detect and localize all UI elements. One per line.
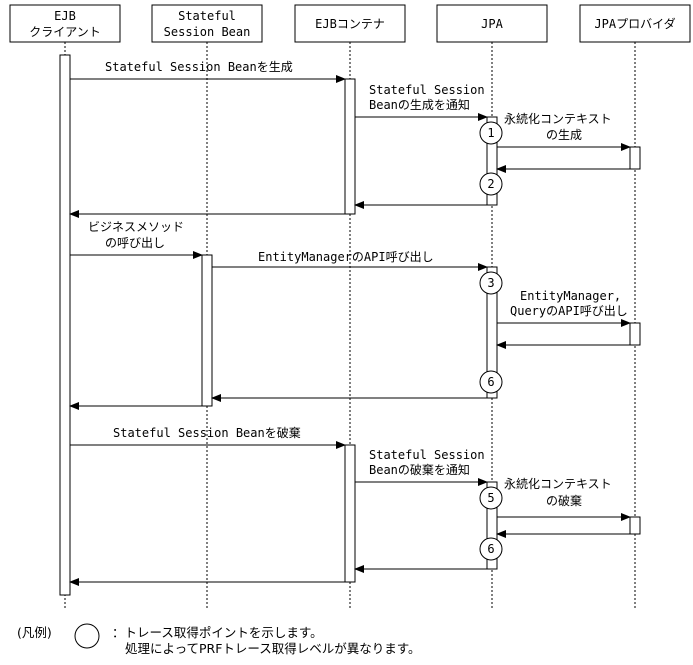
msg-query-api-call-2: QueryのAPI呼び出し bbox=[510, 304, 628, 318]
participant-jpa-provider-box bbox=[579, 4, 691, 43]
activation-jpa-create bbox=[486, 116, 498, 206]
activation-container-create bbox=[344, 78, 356, 215]
trace-point-2 bbox=[479, 172, 503, 196]
msg-destroy-sfsb: Stateful Session Beanを破棄 bbox=[113, 425, 301, 440]
activation-container-destroy bbox=[344, 444, 356, 583]
msg-query-api-call-1: EntityManager, bbox=[520, 289, 621, 303]
activation-sfsb bbox=[201, 254, 213, 407]
activation-provider-destroy bbox=[629, 516, 641, 535]
trace-point-3 bbox=[479, 271, 503, 295]
msg-notify-destroy-2: Beanの破棄を通知 bbox=[369, 462, 470, 477]
trace-point-5-label: 5 bbox=[487, 491, 494, 505]
legend-text-1: ：トレース取得ポイントを示します。 bbox=[112, 625, 323, 640]
participant-stateful-session-bean-box bbox=[151, 4, 263, 43]
legend-label: (凡例) bbox=[17, 625, 52, 640]
msg-em-api-call: EntityManagerのAPI呼び出し bbox=[258, 250, 434, 264]
participant-ejb-client-label-1: EJB bbox=[54, 9, 76, 23]
trace-point-1 bbox=[479, 121, 503, 145]
participant-ejb-client-box bbox=[9, 4, 121, 43]
participant-jpa-box bbox=[436, 4, 548, 43]
participant-jpa-provider-label: JPAプロバイダ bbox=[594, 16, 675, 31]
participant-jpa-label: JPA bbox=[481, 17, 503, 31]
legend: (凡例) ：トレース取得ポイントを示します。 処理によってPRFトレース取得レベ… bbox=[17, 623, 421, 656]
participant-ejb-client-label-2: クライアント bbox=[29, 25, 101, 39]
msg-create-sfsb: Stateful Session Beanを生成 bbox=[105, 60, 293, 74]
trace-point-6a-label: 6 bbox=[487, 375, 494, 389]
activation-jpa-destroy bbox=[486, 481, 498, 570]
participant-ejb-container-box bbox=[294, 4, 406, 43]
msg-destroy-context-2: の破棄 bbox=[546, 493, 582, 508]
legend-circle bbox=[74, 623, 100, 649]
msg-create-context-1: 永続化コンテキスト bbox=[504, 112, 612, 126]
trace-point-3-label: 3 bbox=[487, 276, 494, 290]
msg-business-method-2: の呼び出し bbox=[105, 236, 165, 250]
msg-notify-create-1: Stateful Session bbox=[369, 83, 485, 97]
msg-create-context-2: の生成 bbox=[546, 128, 582, 142]
msg-business-method-1: ビジネスメソッド bbox=[88, 220, 184, 234]
trace-point-6a bbox=[479, 370, 503, 394]
trace-point-6b-label: 6 bbox=[487, 542, 494, 556]
activation-provider-api bbox=[629, 322, 641, 346]
legend-text-2: 処理によってPRFトレース取得レベルが異なります。 bbox=[125, 641, 421, 656]
participant-sfsb-label-1: Stateful bbox=[178, 9, 236, 23]
activation-ejb-client bbox=[59, 54, 71, 596]
participant-ejb-container-label: EJBコンテナ bbox=[315, 17, 385, 31]
trace-point-6b bbox=[479, 537, 503, 561]
activation-jpa-api bbox=[486, 266, 498, 399]
msg-notify-create-2: Beanの生成を通知 bbox=[369, 98, 470, 112]
trace-point-1-label: 1 bbox=[487, 126, 494, 140]
activation-provider-create bbox=[629, 146, 641, 170]
trace-point-2-label: 2 bbox=[487, 177, 494, 191]
trace-point-5 bbox=[479, 486, 503, 510]
msg-destroy-context-1: 永続化コンテキスト bbox=[504, 477, 612, 491]
participant-sfsb-label-2: Session Bean bbox=[164, 25, 251, 39]
msg-notify-destroy-1: Stateful Session bbox=[369, 448, 485, 462]
